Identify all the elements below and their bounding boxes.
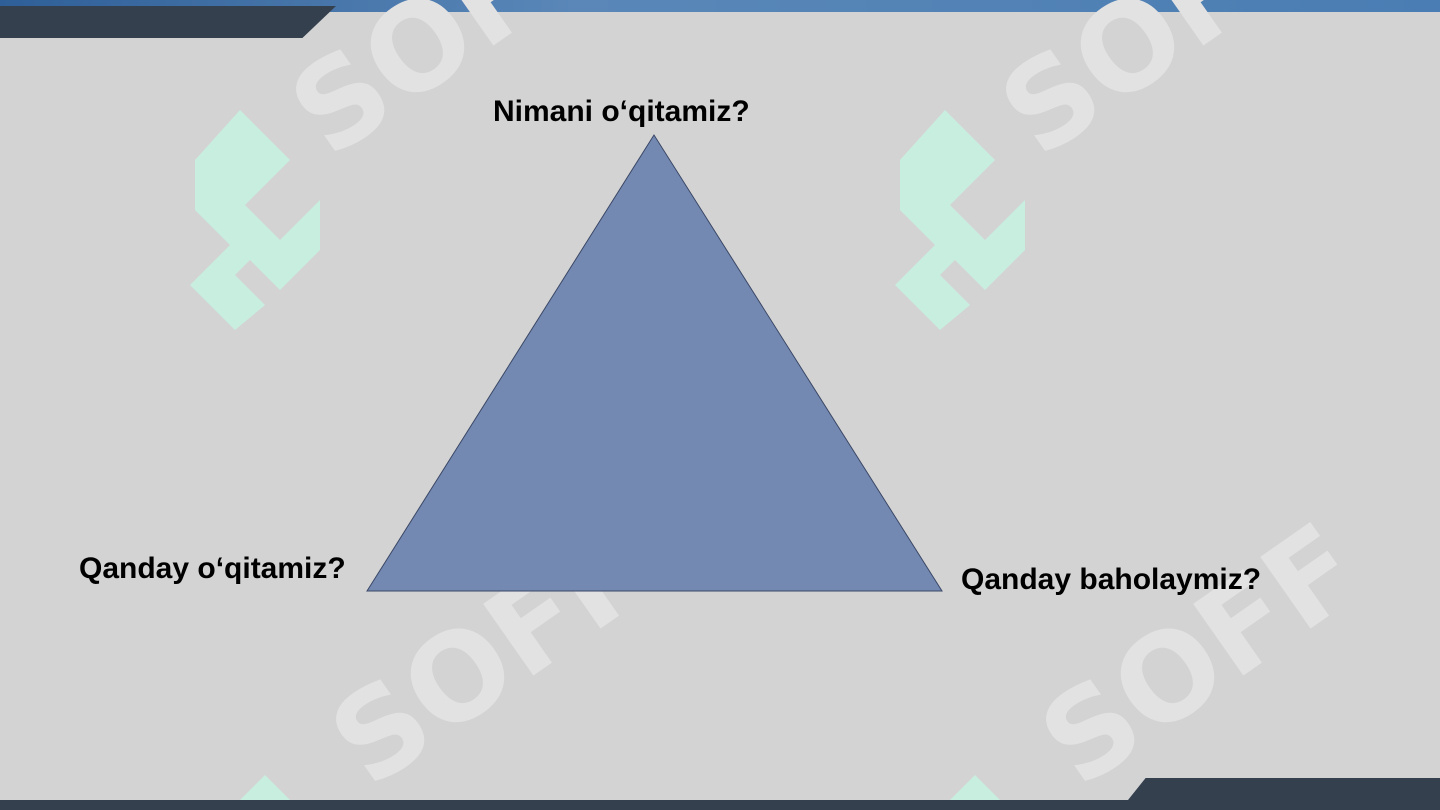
label-how-to-teach: Qanday o‘qitamiz? — [79, 552, 346, 585]
label-how-to-assess: Qanday baholaymiz? — [961, 563, 1262, 596]
bottom-dark-stripe — [0, 800, 1440, 810]
label-what-to-teach: Nimani o‘qitamiz? — [493, 95, 750, 128]
triangle-shape — [366, 134, 943, 592]
top-accent-stripe — [0, 0, 1440, 12]
bottom-dark-tab — [1120, 778, 1440, 810]
top-dark-tab — [0, 6, 336, 38]
